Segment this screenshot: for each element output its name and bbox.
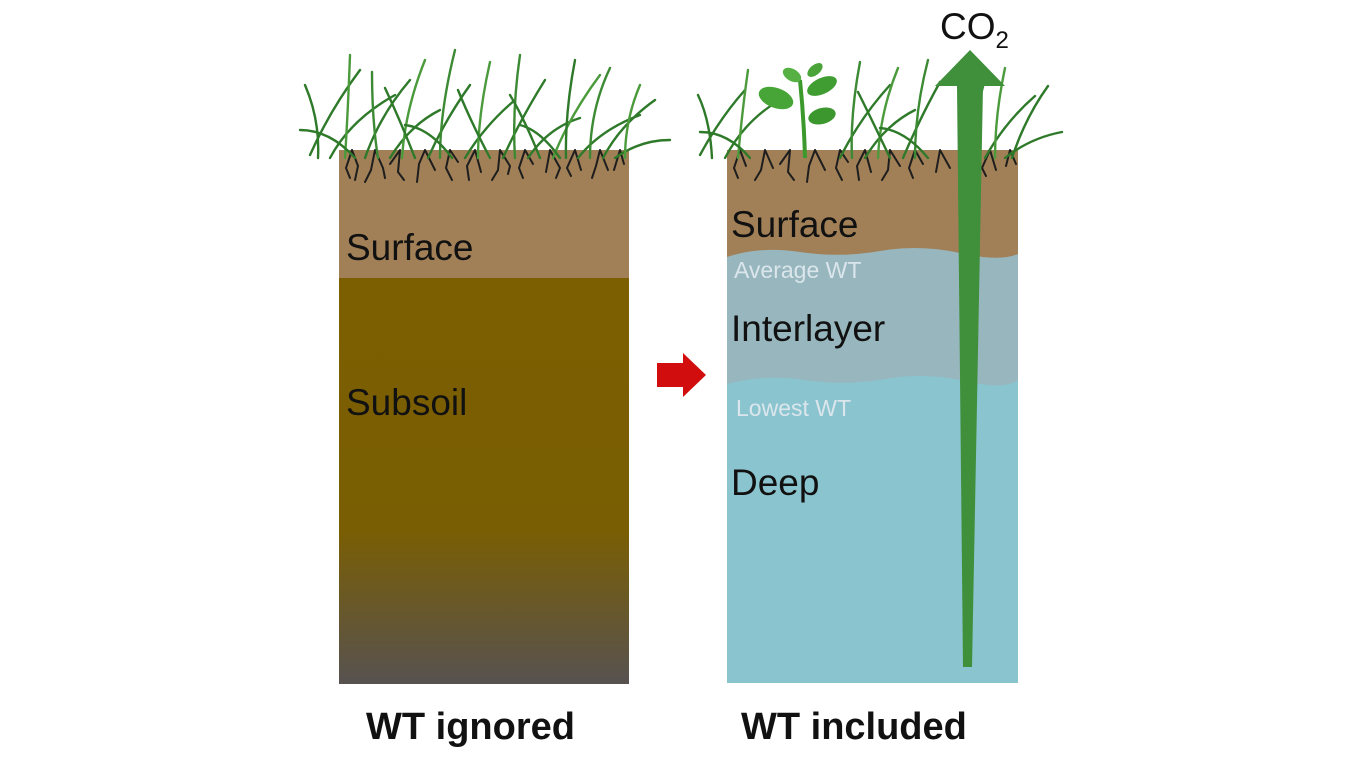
seedling-icon [758,63,837,159]
interlayer-label: Interlayer [731,308,886,349]
co2-up-arrow-icon [935,50,1005,667]
left-subsoil-label: Subsoil [346,382,468,423]
co2-subscript: 2 [995,27,1009,54]
right-deep-water [727,375,1018,683]
grass-icon [298,48,672,160]
co2-main: CO [940,6,996,47]
average-wt-label: Average WT [734,257,862,283]
deep-label: Deep [731,462,820,503]
left-subsoil-layer [339,278,629,684]
right-roots [732,149,1017,183]
grass-icon [696,58,1064,160]
right-caption: WT included [741,706,967,748]
left-caption: WT ignored [366,706,575,748]
lowest-wt-label: Lowest WT [736,395,852,421]
co2-label: CO2 [940,8,1009,53]
right-surface-label: Surface [731,204,859,245]
right-interlayer-water [727,247,1018,390]
left-surface-label: Surface [346,227,474,268]
right-arrow-icon [657,353,706,397]
left-soil-column [339,150,629,684]
left-surface-layer [339,150,629,279]
